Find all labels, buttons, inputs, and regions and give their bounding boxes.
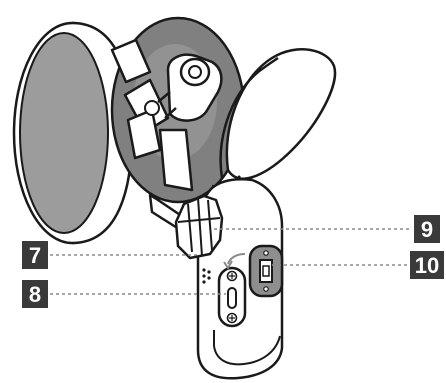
callout-7-label: 7 [29,243,41,268]
top-knob [157,53,223,192]
callout-9: 9 [414,215,440,243]
switch-panel [223,244,284,298]
callout-8-label: 8 [29,282,41,307]
callout-7: 7 [22,241,48,269]
callout-8: 8 [22,280,48,308]
microphone-holes [202,268,211,284]
callout-10-label: 10 [415,253,439,278]
adjustment-nut [174,194,224,260]
usb-port-panel [217,266,247,328]
leader-lines [50,228,412,295]
callout-10: 10 [410,251,444,279]
left-arm-joint [110,38,170,160]
callout-9-label: 9 [421,217,433,242]
